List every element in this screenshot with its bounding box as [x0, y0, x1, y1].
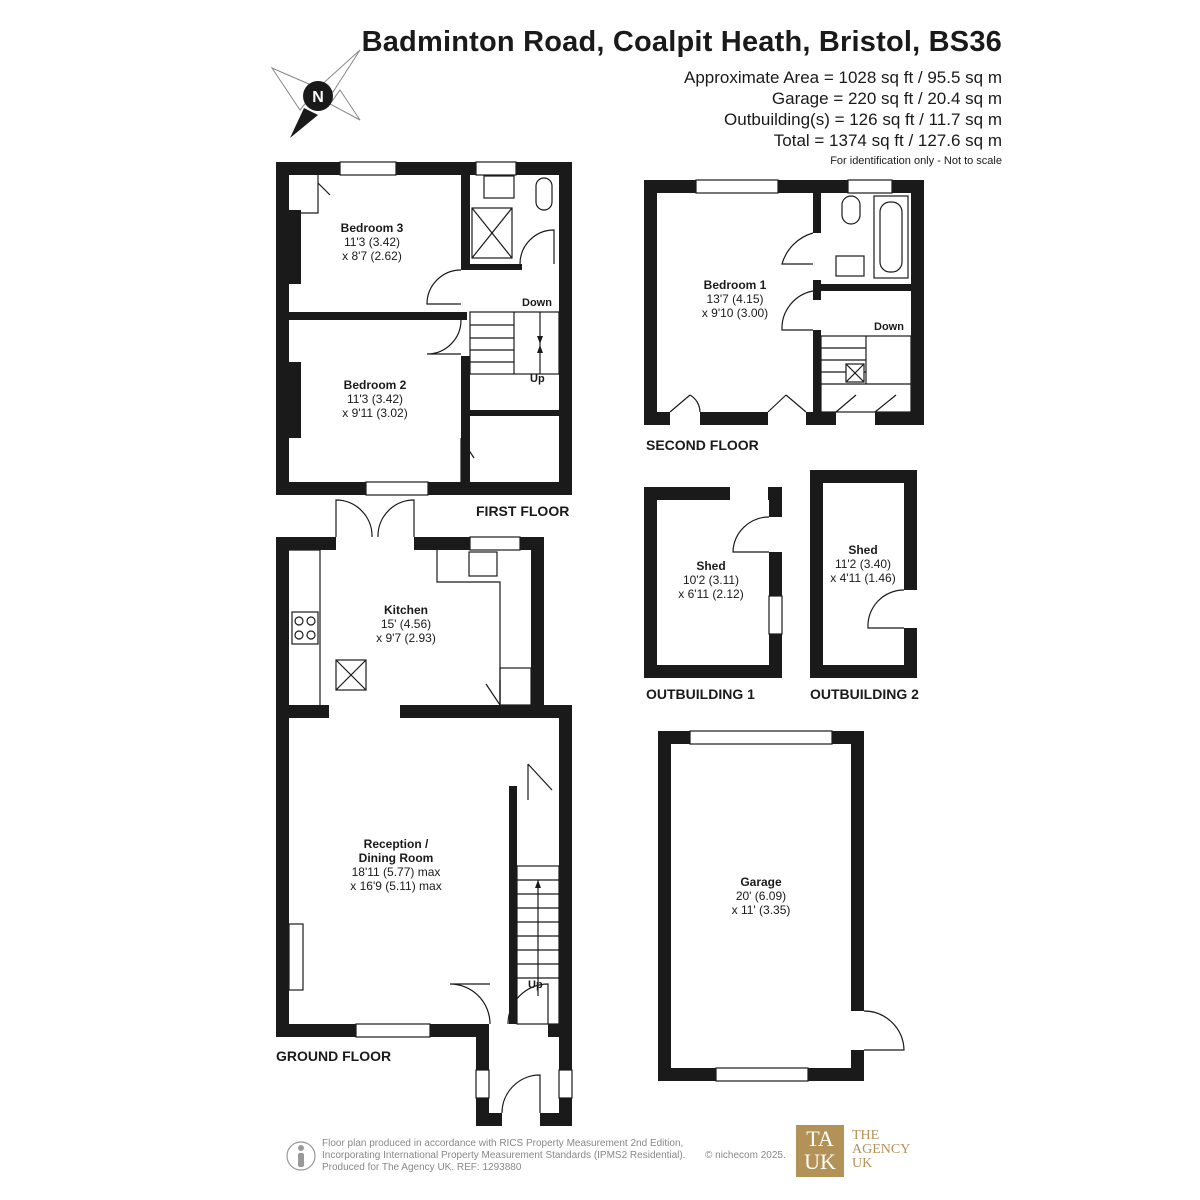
footer-line-2: Incorporating International Property Mea…: [322, 1150, 686, 1161]
stairs-up-label: Up: [530, 373, 545, 385]
footer-note: Floor plan produced in accordance with R…: [322, 1138, 686, 1174]
kitchen-name: Kitchen: [384, 603, 428, 617]
outbuilding1-plan: Shed 10'2 (3.11) x 6'11 (2.12) OUTBUILDI…: [644, 487, 783, 702]
shed1-dim2: x 6'11 (2.12): [678, 587, 743, 601]
shed1-dim1: 10'2 (3.11): [683, 573, 739, 587]
garage-plan: Garage 20' (6.09) x 11' (3.35): [658, 730, 905, 1082]
bedroom1-name: Bedroom 1: [704, 278, 767, 292]
disclaimer: For identification only - Not to scale: [830, 155, 1002, 167]
agency-brand: THE AGENCY UK: [852, 1129, 910, 1171]
bedroom3-dim1: 11'3 (3.42): [344, 235, 400, 249]
agency-logo: TA UK: [796, 1125, 844, 1177]
second-floor-label: SECOND FLOOR: [646, 437, 759, 453]
logo-bottom: UK: [804, 1149, 836, 1174]
bedroom3-dim2: x 8'7 (2.62): [342, 249, 402, 263]
outbuilding1-label: OUTBUILDING 1: [646, 686, 755, 702]
ground-floor-label: GROUND FLOOR: [276, 1048, 391, 1064]
stairs-down-label: Down: [522, 297, 552, 309]
bedroom2-name: Bedroom 2: [344, 378, 407, 392]
shed2-name: Shed: [848, 543, 877, 557]
footer-line-1: Floor plan produced in accordance with R…: [322, 1138, 684, 1149]
bedroom2-dim2: x 9'11 (3.02): [342, 406, 407, 420]
brand-line-2: AGENCY: [852, 1142, 911, 1157]
ground-floor-plan: Up Kitchen 15' (4.56) x 9'7 (2.93) Recep…: [276, 499, 573, 1126]
area-outbuildings: Outbuilding(s) = 126 sq ft / 11.7 sq m: [724, 110, 1002, 129]
logo-top: TA: [806, 1126, 834, 1151]
compass-letter: N: [312, 89, 324, 106]
first-floor-plan: Down Up Bedroom 3 11'3 (3.42) x 8'7 (2.6…: [276, 161, 572, 519]
area-garage: Garage = 220 sq ft / 20.4 sq m: [771, 89, 1002, 108]
reception-name-1: Reception /: [364, 837, 429, 851]
garage-name: Garage: [740, 875, 782, 889]
footer-line-3: Produced for The Agency UK. REF: 1293880: [322, 1162, 522, 1173]
area-total: Total = 1374 sq ft / 127.6 sq m: [773, 131, 1002, 150]
brand-line-3: UK: [852, 1156, 873, 1171]
kitchen-dim1: 15' (4.56): [381, 617, 431, 631]
shed1-name: Shed: [696, 559, 725, 573]
shed2-dim2: x 4'11 (1.46): [830, 571, 895, 585]
header: Badminton Road, Coalpit Heath, Bristol, …: [362, 26, 1002, 167]
copyright: © nichecom 2025.: [705, 1150, 786, 1161]
area-approx: Approximate Area = 1028 sq ft / 95.5 sq …: [684, 68, 1002, 87]
brand-line-1: THE: [852, 1128, 880, 1143]
garage-dim1: 20' (6.09): [736, 889, 786, 903]
first-floor-label: FIRST FLOOR: [476, 503, 569, 519]
kitchen-dim2: x 9'7 (2.93): [376, 631, 436, 645]
bedroom1-dim1: 13'7 (4.15): [707, 292, 764, 306]
stairs-down-label-2: Down: [874, 321, 904, 333]
bedroom3-name: Bedroom 3: [341, 221, 404, 235]
bedroom1-dim2: x 9'10 (3.00): [702, 306, 768, 320]
reception-dim2: x 16'9 (5.11) max: [350, 879, 441, 893]
second-floor-plan: Down Bedroom 1 13'7 (4.15) x 9'10 (3.00)…: [644, 179, 924, 453]
shed2-dim1: 11'2 (3.40): [835, 557, 891, 571]
page-title: Badminton Road, Coalpit Heath, Bristol, …: [361, 26, 1002, 58]
outbuilding2-plan: Shed 11'2 (3.40) x 4'11 (1.46) OUTBUILDI…: [810, 470, 919, 702]
reception-name-2: Dining Room: [359, 851, 434, 865]
person-icon: [286, 1141, 316, 1171]
stairs-up-label-ground: Up: [528, 979, 543, 991]
garage-dim2: x 11' (3.35): [732, 903, 791, 917]
outbuilding2-label: OUTBUILDING 2: [810, 686, 919, 702]
reception-dim1: 18'11 (5.77) max: [352, 865, 441, 879]
bedroom2-dim1: 11'3 (3.42): [347, 392, 403, 406]
compass-icon: N: [270, 49, 361, 138]
